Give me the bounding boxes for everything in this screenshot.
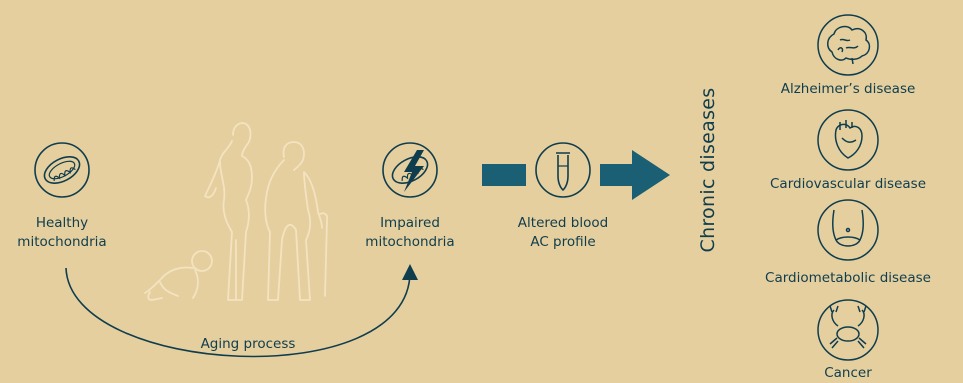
aging-arc <box>65 264 418 358</box>
impaired-mitochondria-label: Impaired mitochondria <box>365 214 454 252</box>
impaired-line2: mitochondria <box>365 234 455 250</box>
arrow-right-2 <box>600 150 670 200</box>
altered-blood-label: Altered blood AC profile <box>518 214 608 252</box>
cardiometabolic-label: Cardiometabolic disease <box>765 270 931 286</box>
healthy-line2: mitochondria <box>17 234 107 250</box>
chronic-diseases-label: Chronic diseases <box>697 87 719 253</box>
cardiovascular-label: Cardiovascular disease <box>769 176 927 192</box>
arrow-right-1 <box>482 164 526 186</box>
healthy-mitochondria-label: Healthy mitochondria <box>17 214 106 252</box>
test-tube-icon <box>535 142 591 198</box>
baby-silhouette <box>144 250 213 301</box>
abdomen-icon <box>817 199 879 261</box>
healthy-line1: Healthy <box>35 215 89 231</box>
woman-silhouette <box>204 122 253 301</box>
damaged-mitochondria-icon <box>382 142 438 198</box>
heart-icon <box>817 109 879 171</box>
aging-silhouettes <box>144 122 329 301</box>
blood-line1: Altered blood <box>517 215 609 231</box>
mitochondria-icon <box>34 142 90 198</box>
elderly-silhouette <box>264 141 329 301</box>
alzheimers-label: Alzheimer’s disease <box>780 81 916 97</box>
brain-icon <box>817 14 879 76</box>
blood-line2: AC profile <box>530 234 596 250</box>
cancer-label: Cancer <box>824 365 872 381</box>
impaired-line1: Impaired <box>380 215 440 231</box>
aging-process-label: Aging process <box>200 336 296 352</box>
crab-icon <box>817 299 879 361</box>
